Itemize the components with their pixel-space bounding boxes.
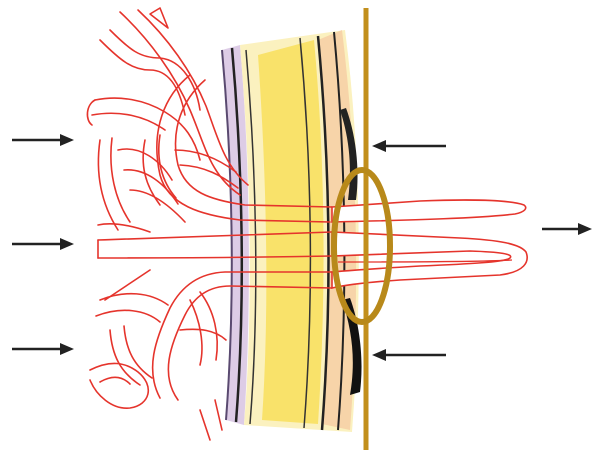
- vessel-top-strand-d: [100, 40, 185, 115]
- vessel-top-strand-g: [92, 113, 165, 130]
- right-arrow-icon: [12, 343, 74, 355]
- vessel-low-6: [100, 377, 130, 384]
- vessel-low-10: [215, 400, 222, 430]
- vessel-mesh-5: [130, 190, 185, 222]
- vessel-low-7: [180, 329, 226, 340]
- tissue-wall: [222, 30, 362, 432]
- vessel-top-strand-a: [120, 12, 240, 195]
- right-arrow-icon: [542, 223, 592, 235]
- vessel-low-2: [96, 310, 160, 322]
- vessel-mesh-2: [111, 138, 130, 222]
- extruded-vessels: [332, 200, 527, 288]
- right-arrow-icon: [12, 238, 74, 250]
- vessel-mesh-4: [124, 170, 178, 204]
- vessel-low-4: [124, 326, 152, 378]
- vessel-low-1: [100, 294, 168, 305]
- vessel-low-11: [200, 410, 210, 440]
- right-arrow-icon: [12, 134, 74, 146]
- vessel-mesh-8: [175, 150, 236, 172]
- vessel-low-5: [90, 363, 148, 408]
- vessel-low-13: [98, 224, 150, 232]
- left-arrow-icon: [372, 140, 446, 152]
- left-arrow-icon: [372, 349, 446, 361]
- vessel-low-8: [190, 300, 202, 365]
- exit-vessel-upper: [332, 200, 526, 222]
- vessel-top-loop: [87, 100, 95, 125]
- vessel-mesh-1: [98, 140, 118, 230]
